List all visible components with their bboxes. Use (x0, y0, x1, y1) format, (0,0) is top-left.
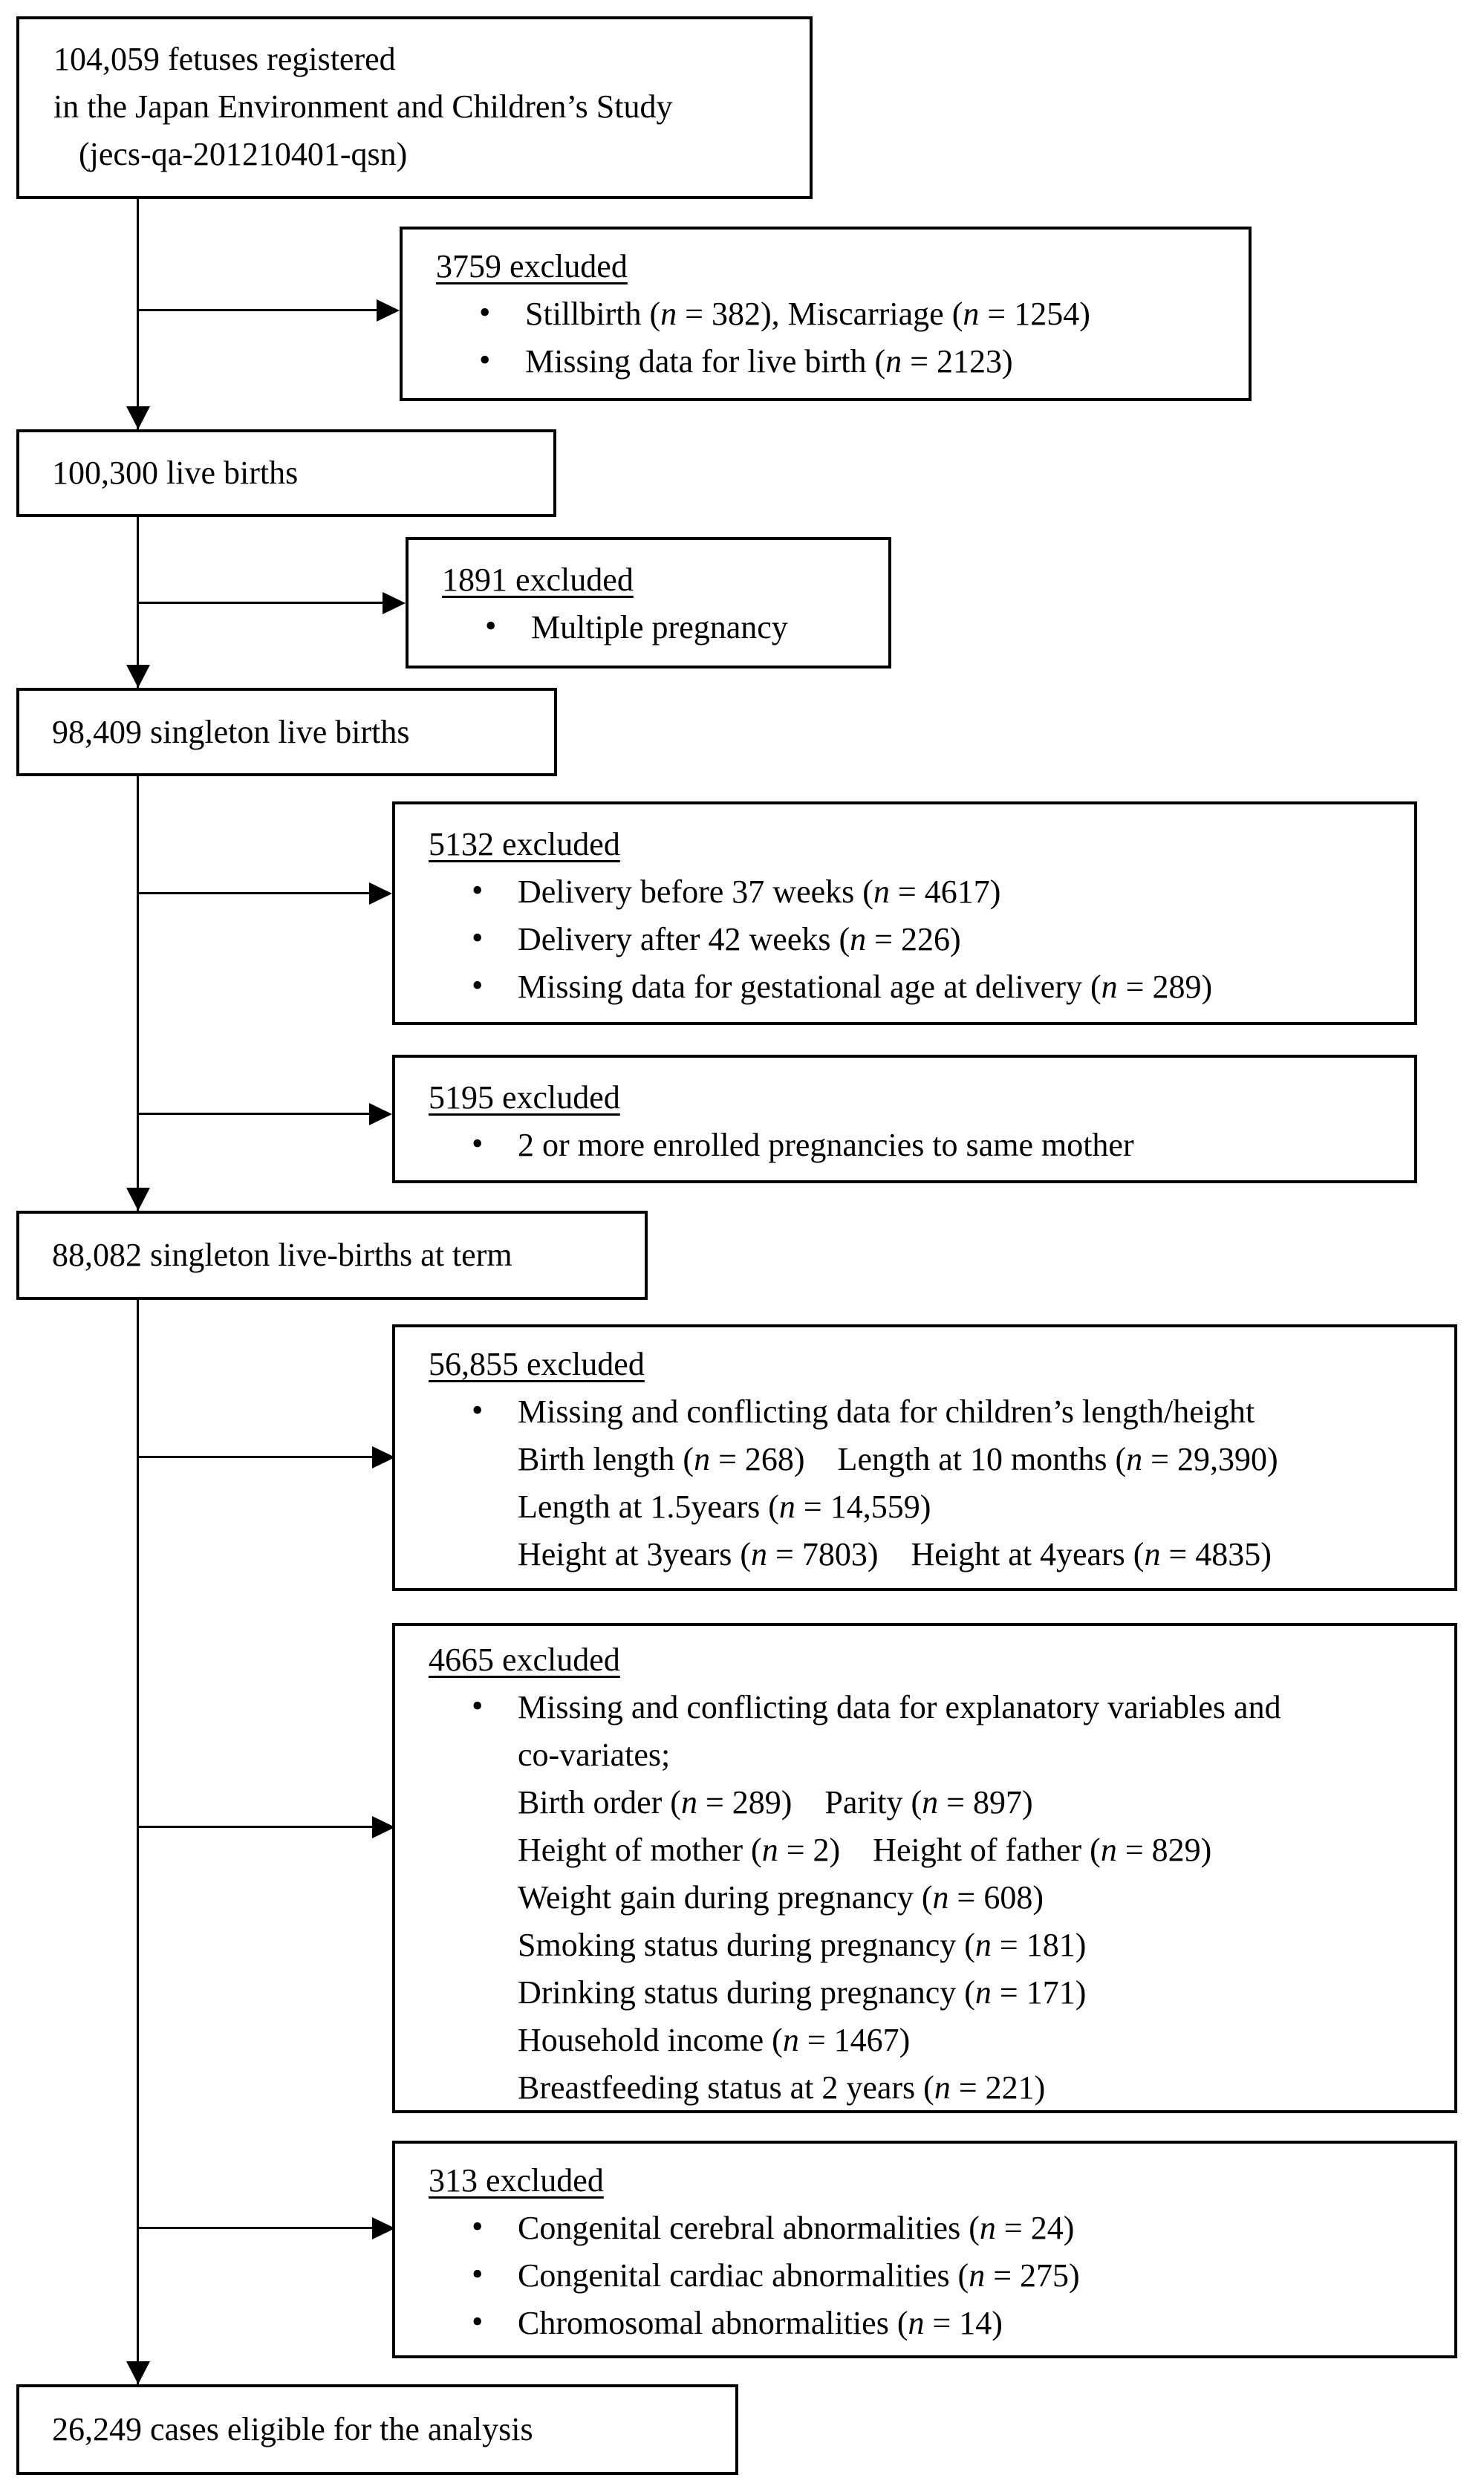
box-eligible-cases: 26,249 cases eligible for the analysis (16, 2384, 738, 2475)
arrow-right-icon (369, 1103, 392, 1125)
box-text: 104,059 fetuses registered (53, 41, 396, 77)
box-excluded-5132: 5132 excluded •Delivery before 37 weeks … (392, 801, 1417, 1025)
exclusion-item: •Stillbirth (n = 382), Miscarriage (n = … (436, 290, 1238, 338)
exclusion-item: Drinking status during pregnancy (n = 17… (518, 1974, 1087, 2011)
connector-excluded-4665 (138, 1826, 379, 1828)
box-singleton-live-births: 98,409 singleton live births (16, 688, 557, 776)
box-text: (jecs-qa-201210401-qsn) (79, 136, 408, 172)
bullet-marker: • (472, 872, 484, 908)
box-excluded-56855: 56,855 excluded •Missing and conflicting… (392, 1324, 1457, 1591)
exclusion-title: 56,855 excluded (429, 1346, 645, 1382)
exclusion-item: Length at 1.5years (n = 14,559) (518, 1489, 931, 1525)
exclusion-item: •Missing and conflicting data for explan… (429, 1684, 1444, 1731)
arrow-right-icon (372, 2217, 395, 2239)
arrow-down-icon (126, 1188, 150, 1211)
exclusion-title: 1891 excluded (442, 562, 634, 598)
exclusion-item: •Chromosomal abnormalities (n = 14) (429, 2300, 1444, 2347)
box-text: in the Japan Environment and Children’s … (53, 88, 673, 125)
exclusion-item: Height at 3years (n = 7803) Height at 4y… (518, 1536, 1272, 1572)
connector-excluded-5132 (138, 892, 376, 894)
exclusion-item: Birth length (n = 268) Length at 10 mont… (518, 1441, 1278, 1477)
box-fetuses-registered: 104,059 fetuses registered in the Japan … (16, 16, 813, 199)
exclusion-title: 5195 excluded (429, 1079, 620, 1116)
exclusion-item: Height of mother (n = 2) Height of fathe… (518, 1832, 1212, 1868)
exclusion-item: Household income (n = 1467) (518, 2022, 911, 2058)
exclusion-item: •Congenital cardiac abnormalities (n = 2… (429, 2252, 1444, 2300)
exclusion-item: •Delivery before 37 weeks (n = 4617) (429, 868, 1404, 916)
box-text: 100,300 live births (52, 455, 299, 491)
exclusion-title: 313 excluded (429, 2162, 604, 2199)
bullet-marker: • (472, 1125, 484, 1162)
bullet-marker: • (479, 342, 491, 378)
exclusion-item: •Missing and conflicting data for childr… (429, 1388, 1444, 1436)
exclusion-item: •Missing data for gestational age at del… (429, 963, 1404, 1011)
box-text: 98,409 singleton live births (52, 713, 410, 750)
bullet-marker: • (479, 294, 491, 331)
arrow-down-icon (126, 406, 150, 429)
box-text: 26,249 cases eligible for the analysis (52, 2411, 533, 2447)
bullet-marker: • (472, 920, 484, 956)
arrow-down-icon (126, 2361, 150, 2384)
bullet-marker: • (472, 2256, 484, 2292)
arrow-right-icon (383, 592, 406, 614)
arrow-right-icon (369, 882, 392, 905)
exclusion-item: •Congenital cerebral abnormalities (n = … (429, 2205, 1444, 2252)
exclusion-item: Birth order (n = 289) Parity (n = 897) (518, 1784, 1033, 1821)
exclusion-item: •Delivery after 42 weeks (n = 226) (429, 916, 1404, 963)
exclusion-item: •Missing data for live birth (n = 2123) (436, 338, 1238, 385)
box-excluded-3759: 3759 excluded •Stillbirth (n = 382), Mis… (400, 227, 1252, 401)
exclusion-title: 4665 excluded (429, 1642, 620, 1678)
connector-excluded-5195 (138, 1113, 376, 1115)
connector-excluded-3759 (138, 309, 383, 311)
bullet-marker: • (472, 1392, 484, 1428)
exclusion-item: •2 or more enrolled pregnancies to same … (429, 1122, 1404, 1169)
exclusion-item: •Multiple pregnancy (442, 604, 878, 651)
exclusion-title: 5132 excluded (429, 826, 620, 862)
arrow-down-icon (126, 665, 150, 688)
arrow-right-icon (372, 1446, 395, 1468)
box-excluded-1891: 1891 excluded •Multiple pregnancy (406, 537, 891, 668)
exclusion-item: co-variates; (518, 1737, 671, 1773)
box-excluded-4665: 4665 excluded •Missing and conflicting d… (392, 1623, 1457, 2113)
box-text: 88,082 singleton live-births at term (52, 1237, 512, 1273)
arrow-right-icon (377, 299, 400, 322)
box-live-births: 100,300 live births (16, 429, 556, 517)
connector-excluded-313 (138, 2227, 379, 2229)
exclusion-item: Breastfeeding status at 2 years (n = 221… (518, 2069, 1046, 2106)
bullet-marker: • (472, 967, 484, 1003)
arrow-right-icon (372, 1816, 395, 1838)
connector-excluded-56855 (138, 1456, 379, 1458)
connector-excluded-1891 (138, 602, 388, 604)
box-singleton-term: 88,082 singleton live-births at term (16, 1211, 648, 1300)
exclusion-title: 3759 excluded (436, 248, 628, 284)
box-excluded-5195: 5195 excluded •2 or more enrolled pregna… (392, 1055, 1417, 1183)
bullet-marker: • (472, 2303, 484, 2340)
bullet-marker: • (485, 608, 497, 644)
bullet-marker: • (472, 1688, 484, 1724)
bullet-marker: • (472, 2208, 484, 2245)
box-excluded-313: 313 excluded •Congenital cerebral abnorm… (392, 2141, 1457, 2358)
exclusion-item: Smoking status during pregnancy (n = 181… (518, 1927, 1087, 1963)
exclusion-item: Weight gain during pregnancy (n = 608) (518, 1879, 1044, 1916)
